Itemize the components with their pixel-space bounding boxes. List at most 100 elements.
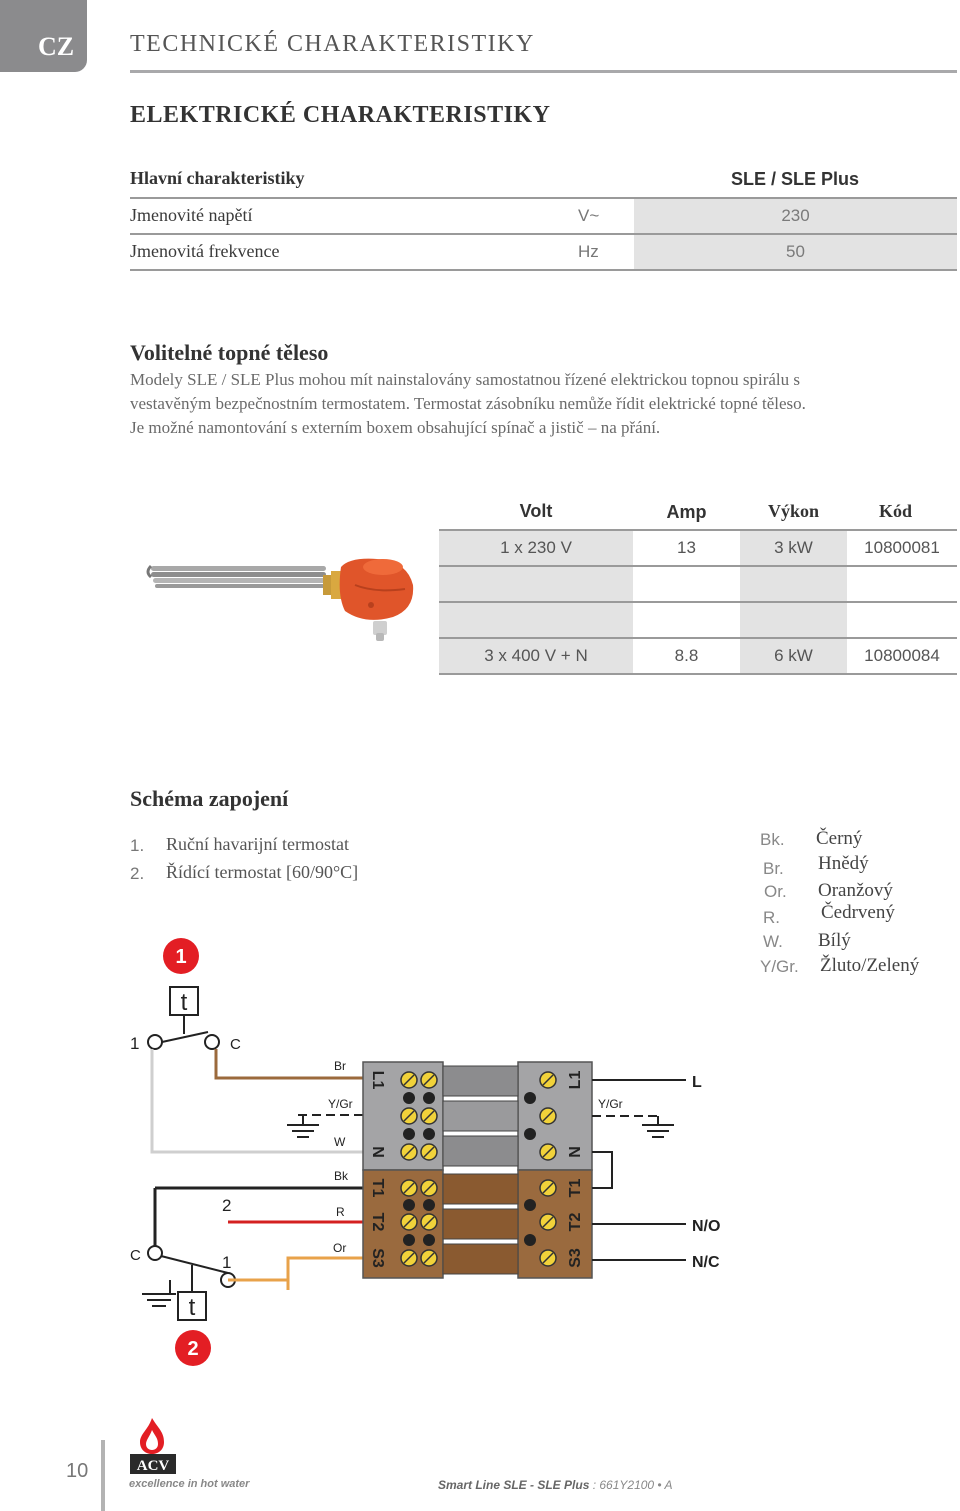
tagline: excellence in hot water	[129, 1478, 250, 1490]
cell-power	[740, 603, 847, 637]
wiring-diagram: 1 t 1 C Br W Y/Gr Bk R Or C 2 1 t 2	[130, 938, 720, 1366]
cable-gland	[373, 621, 387, 641]
heater-flange	[323, 571, 341, 599]
schema-title: Schéma zapojení	[130, 786, 289, 811]
terminal-label-left: S3	[369, 1248, 386, 1268]
paragraph-line: Modely SLE / SLE Plus mohou mít nainstal…	[130, 370, 800, 389]
color-key: W.	[763, 932, 783, 951]
section-title: TECHNICKÉ CHARAKTERISTIKY	[130, 31, 535, 57]
acv-logo: ACV	[130, 1418, 176, 1474]
wire-label-r: R	[336, 1205, 345, 1219]
language-tab-label: CZ	[38, 32, 75, 61]
terminal-label-right: T2	[567, 1213, 584, 1232]
terminal-label-left: T2	[369, 1213, 386, 1232]
color-key: R.	[763, 908, 780, 927]
table-header-label: Hlavní charakteristiky	[130, 168, 305, 188]
wire-label-ygr-right: Y/Gr	[598, 1097, 623, 1111]
terminal-label-left: T1	[369, 1179, 386, 1198]
wire-label-ygr-left: Y/Gr	[328, 1097, 353, 1111]
paragraph-line: vestavěným bezpečnostním termostatem. Te…	[130, 394, 806, 413]
document-reference: Smart Line SLE - SLE Plus : 661Y2100 • A	[438, 1478, 673, 1492]
heater-rods	[146, 564, 326, 588]
table-header-model: SLE / SLE Plus	[730, 169, 860, 189]
col-header-volt: Volt	[519, 501, 553, 521]
row-label: Jmenovité napětí	[130, 205, 253, 225]
paragraph-line: Je možné namontování s externím boxem ob…	[130, 418, 661, 437]
table-row	[439, 567, 957, 601]
terminal-label-right: L1	[567, 1071, 584, 1090]
color-key: Br.	[763, 859, 784, 878]
electrical-title: ELEKTRICKÉ CHARAKTERISTIKY	[130, 102, 551, 128]
table-divider	[439, 529, 957, 531]
wire-label-w: W	[334, 1135, 346, 1149]
row-value: 230	[634, 199, 957, 233]
cell-volt	[439, 567, 633, 601]
row-value: 50	[634, 235, 957, 269]
cell-power: 6 kW	[740, 639, 847, 673]
cell-power	[740, 567, 847, 601]
page-number: 10	[66, 1460, 89, 1482]
thermostat-2-terminal-2: 2	[222, 1196, 231, 1215]
cell-volt: 1 x 230 V	[439, 531, 633, 565]
badge-1-label: 1	[175, 946, 186, 968]
output-nc: N/C	[692, 1254, 720, 1271]
table-divider	[439, 673, 957, 675]
table-row: Jmenovitá frekvence Hz 50	[130, 235, 957, 269]
optional-heater-title: Volitelné topné těleso	[130, 340, 329, 365]
table-divider	[130, 233, 957, 235]
table-divider	[439, 601, 957, 603]
row-label: Jmenovitá frekvence	[130, 241, 280, 261]
table-divider	[130, 269, 957, 271]
table-divider	[439, 565, 957, 567]
col-header-amp: Amp	[666, 502, 707, 522]
badge-2-label: 2	[187, 1338, 198, 1360]
wire-label-br: Br	[334, 1059, 346, 1073]
legend-text: Ruční havarijní termostat	[166, 834, 349, 854]
document-name: Smart Line SLE - SLE Plus	[438, 1478, 590, 1492]
color-name: Žluto/Zelený	[820, 955, 920, 976]
cell-amp: 13	[677, 538, 696, 557]
table-divider	[130, 197, 957, 199]
electrical-table: Hlavní charakteristiky SLE / SLE Plus Jm…	[130, 165, 957, 271]
color-name: Černý	[816, 828, 863, 849]
cell-code: 10800084	[864, 646, 940, 665]
logo-text: ACV	[137, 1458, 170, 1474]
color-name: Hnědý	[818, 853, 869, 874]
row-unit: V~	[578, 206, 600, 225]
immersion-heater-image	[146, 558, 414, 641]
badge-1	[163, 938, 199, 974]
document-code: : 661Y2100 • A	[589, 1478, 673, 1492]
thermostat-1-terminal-c: C	[230, 1036, 241, 1053]
color-key: Bk.	[760, 830, 785, 849]
terminal-label-right: N	[567, 1146, 584, 1158]
language-tab: CZ	[0, 0, 87, 72]
cell-amp	[633, 567, 740, 601]
badge-2	[175, 1330, 211, 1366]
thermostat-2-box	[177, 1291, 207, 1321]
footer-divider	[101, 1440, 105, 1511]
cell-code	[847, 603, 957, 637]
heater-table: Volt Amp Výkon Kód 1 x 230 V 13 3 kW 108…	[439, 495, 957, 677]
thermostat-2-symbol: t	[189, 1294, 196, 1321]
thermostat-1-symbol: t	[181, 989, 188, 1016]
thermostat-1-terminal-1: 1	[130, 1034, 139, 1053]
terminal-label-right: S3	[567, 1248, 584, 1268]
terminal-bridges	[442, 1065, 519, 1275]
color-name: Bílý	[818, 930, 851, 951]
legend-number: 1.	[130, 836, 145, 855]
cell-power: 3 kW	[740, 531, 847, 565]
output-l: L	[692, 1074, 702, 1091]
cell-volt: 3 x 400 V + N	[439, 639, 633, 673]
output-no: N/O	[692, 1218, 720, 1235]
wire-label-or: Or	[333, 1241, 346, 1255]
table-row: 3 x 400 V + N 8.8 6 kW 10800084	[439, 639, 957, 673]
color-key: Or.	[764, 882, 787, 901]
row-unit: Hz	[578, 242, 599, 261]
legend-text: Řídící termostat [60/90°C]	[166, 862, 359, 882]
optional-heater-text: Modely SLE / SLE Plus mohou mít nainstal…	[130, 368, 960, 440]
thermostat-2-terminal-c: C	[130, 1247, 141, 1264]
title-divider	[130, 70, 957, 73]
terminal-label-right: T1	[567, 1179, 584, 1198]
color-name: Oranžový	[818, 880, 893, 901]
col-header-code: Kód	[879, 501, 913, 521]
